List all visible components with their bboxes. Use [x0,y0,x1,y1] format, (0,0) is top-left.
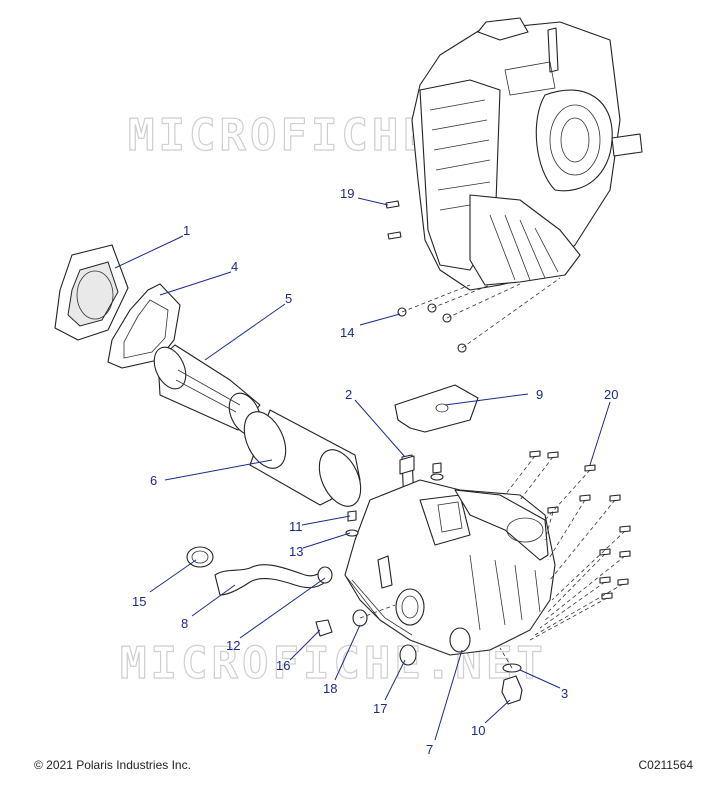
callout-15: 15 [132,594,146,609]
inlet-frame [54,244,129,341]
bolt-11 [347,510,357,522]
washer-13 [345,529,359,537]
callout-labels: 19 1 4 5 14 2 9 20 6 11 13 15 8 12 16 18… [132,186,618,757]
callout-10: 10 [471,723,485,738]
callout-20: 20 [604,387,618,402]
callout-3: 3 [561,686,568,701]
callout-11: 11 [289,519,303,534]
plug-17 [399,644,417,666]
figure-code: C0211564 [638,758,694,772]
copyright-text: © 2021 Polaris Industries Inc. [34,758,191,772]
side-screws [504,450,631,641]
fitting-16 [315,619,333,637]
callout-12: 12 [226,638,240,653]
callout-18: 18 [323,681,337,696]
lower-airbox [344,479,556,656]
drain-hose [214,564,331,596]
callout-6: 6 [150,473,157,488]
cover-bolts [385,200,561,353]
leader-lines [114,197,611,741]
callout-2: 2 [345,387,352,402]
callout-8: 8 [181,616,188,631]
cover-plate [394,384,479,433]
callout-17: 17 [373,701,387,716]
callout-5: 5 [285,291,292,306]
drain-valve [501,675,523,705]
upper-airbox-cover [411,17,643,291]
callout-9: 9 [536,387,543,402]
callout-13: 13 [289,544,303,559]
callout-4: 4 [231,259,238,274]
outer-filter [243,409,362,507]
small-clamp [317,566,333,584]
callout-7: 7 [426,742,433,757]
callout-1: 1 [183,223,190,238]
callout-19: 19 [340,186,354,201]
callout-16: 16 [276,658,290,673]
callout-14: 14 [340,325,354,340]
